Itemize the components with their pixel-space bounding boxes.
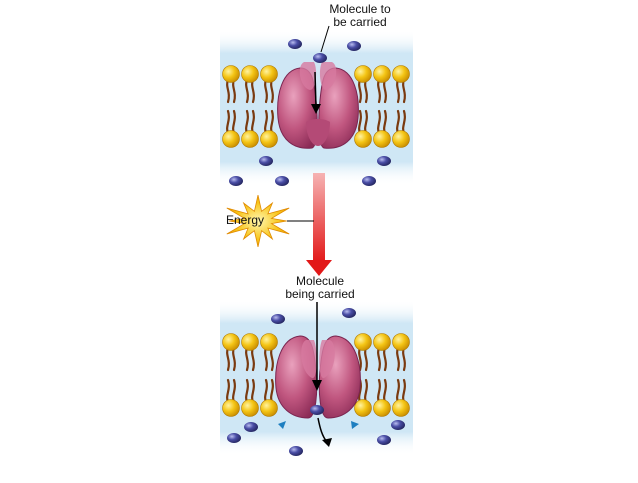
top-membrane-panel <box>220 25 413 186</box>
label-line: Molecule <box>295 274 345 288</box>
ion-markers <box>278 421 359 429</box>
molecule-icon <box>259 156 273 166</box>
molecule-to-be-carried-label: Molecule to be carried <box>320 3 400 29</box>
lipid-head-icon <box>241 65 259 83</box>
lipid-head-icon <box>392 399 410 417</box>
molecule-icon <box>391 420 405 430</box>
lipid-head-icon <box>373 130 391 148</box>
top-molecules <box>229 39 391 186</box>
lipid-head-icon <box>354 333 372 351</box>
lipid-head-icon <box>392 130 410 148</box>
molecule-being-carried-label: Molecule being carried <box>277 275 363 301</box>
label-leader-line <box>320 25 330 53</box>
molecule-icon <box>244 422 258 432</box>
energy-burst-icon <box>226 195 290 247</box>
pathway-arrow <box>314 71 317 109</box>
lipid-head-icon <box>373 333 391 351</box>
lipid-head-icon <box>392 333 410 351</box>
pathway-arrowhead <box>312 380 322 391</box>
lipid-head-icon <box>222 399 240 417</box>
pathway-arrowhead <box>311 104 321 114</box>
top-carrier-protein <box>277 62 359 149</box>
molecule-icon <box>342 308 356 318</box>
top-lipid-bilayer <box>222 65 410 148</box>
lipid-head-icon <box>241 130 259 148</box>
label-line: be carried <box>333 15 387 29</box>
bottom-molecules <box>227 308 405 456</box>
lipid-head-icon <box>354 399 372 417</box>
molecule-icon <box>377 435 391 445</box>
molecule-icon <box>289 446 303 456</box>
lipid-head-icon <box>354 130 372 148</box>
lipid-head-icon <box>241 399 259 417</box>
energy-transition <box>226 173 332 276</box>
molecule-icon <box>377 156 391 166</box>
lipid-head-icon <box>392 65 410 83</box>
molecule-icon <box>347 41 361 51</box>
lipid-head-icon <box>241 333 259 351</box>
label-line: Molecule to <box>329 2 391 16</box>
energy-arrow-head <box>306 260 332 276</box>
lipid-head-icon <box>222 130 240 148</box>
molecule-icon <box>271 314 285 324</box>
bottom-carrier-protein <box>275 335 361 419</box>
carried-molecule-icon <box>313 53 327 63</box>
lipid-head-icon <box>354 65 372 83</box>
bottom-membrane-panel <box>220 300 413 456</box>
lipid-head-icon <box>260 130 278 148</box>
lipid-head-icon <box>260 333 278 351</box>
lipid-head-icon <box>222 65 240 83</box>
molecule-icon <box>227 433 241 443</box>
molecule-icon <box>229 176 243 186</box>
molecule-icon <box>288 39 302 49</box>
lipid-head-icon <box>260 65 278 83</box>
lipid-head-icon <box>373 65 391 83</box>
exit-arrowhead <box>322 438 332 447</box>
ion-triangle-icon <box>278 421 286 429</box>
energy-label: Energy <box>226 213 265 227</box>
molecule-icon <box>275 176 289 186</box>
lipid-head-icon <box>260 399 278 417</box>
carried-molecule-icon <box>310 405 324 415</box>
label-line: being carried <box>285 287 355 301</box>
energy-arrow-shaft <box>313 173 325 263</box>
molecule-icon <box>362 176 376 186</box>
lipid-head-icon <box>222 333 240 351</box>
lipid-head-icon <box>373 399 391 417</box>
ion-triangle-icon <box>351 421 359 429</box>
bottom-lipid-bilayer <box>222 333 410 417</box>
